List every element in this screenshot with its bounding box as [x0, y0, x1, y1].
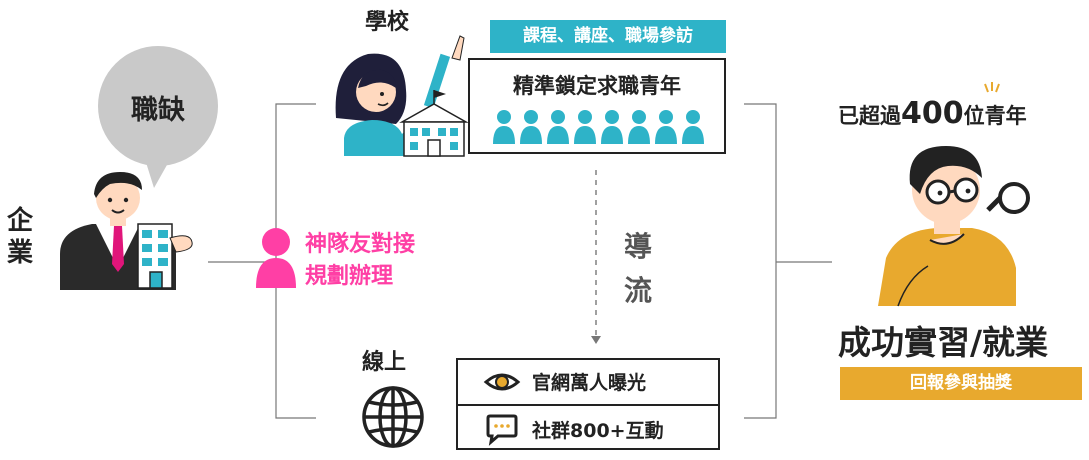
youth-count-text: 已超過400位青年 [838, 96, 1027, 131]
count-prefix: 已超過 [838, 104, 901, 128]
social-interaction-text: 社群800+互動 [532, 420, 664, 442]
target-youth-box: 精準鎖定求職青年 [468, 58, 726, 154]
count-suffix: 位青年 [963, 104, 1027, 128]
magnifier-icon [998, 182, 1030, 214]
youth-people-row [493, 110, 704, 144]
teammate-person-icon [256, 228, 296, 288]
sparkle-marks [984, 82, 1000, 93]
company-label: 企 業 [6, 206, 33, 268]
online-box-divider [458, 404, 718, 406]
job-vacancy-label: 職缺 [131, 95, 185, 126]
chat-icon [486, 414, 518, 446]
school-activities-banner: 課程、講座、職場參訪 [490, 20, 726, 53]
youth-person-icon [493, 110, 704, 144]
school-building-icon [399, 90, 469, 157]
teacher-pointing-icon [335, 35, 465, 156]
teammate-line-2: 規劃辦理 [305, 264, 394, 289]
online-label: 線上 [362, 350, 407, 375]
teammate-text: 神隊友對接 規劃辦理 [305, 229, 415, 293]
speech-bubble-icon [98, 46, 218, 188]
thinking-youth-icon [878, 146, 1016, 307]
online-channels-box: 官網萬人曝光 社群800+互動 [456, 358, 720, 450]
businessman-icon [60, 172, 193, 290]
school-label: 學校 [365, 10, 410, 35]
count-number: 400 [901, 96, 964, 131]
teammate-line-1: 神隊友對接 [305, 232, 416, 257]
globe-icon [362, 386, 424, 448]
target-youth-title: 精準鎖定求職青年 [513, 74, 681, 98]
website-exposure-text: 官網萬人曝光 [532, 372, 647, 394]
eye-icon [483, 373, 521, 391]
reward-banner: 回報參與抽獎 [840, 367, 1082, 400]
success-title: 成功實習/就業 [838, 323, 1049, 362]
guide-flow-label: 導 流 [623, 230, 652, 307]
